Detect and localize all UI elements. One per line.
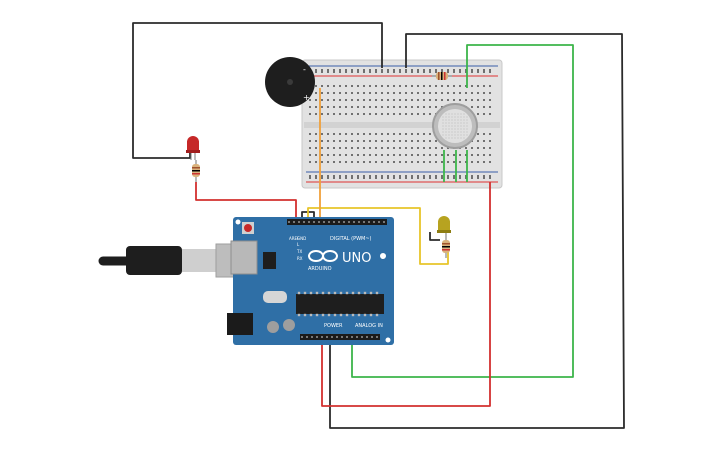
wire-black-led-buzzer bbox=[132, 22, 383, 159]
gnd-label: GND bbox=[297, 236, 306, 241]
wire-black-gnd-loop bbox=[329, 33, 625, 429]
resistor-yellow-led[interactable] bbox=[442, 233, 450, 258]
wire-yellow-led bbox=[307, 207, 449, 265]
arduino-logo-icon bbox=[308, 250, 338, 262]
sensor-mesh bbox=[442, 113, 468, 139]
usb-port bbox=[230, 240, 258, 275]
wire-red-led bbox=[195, 182, 297, 222]
wire-red-5v bbox=[321, 182, 491, 407]
l-led-label: L bbox=[297, 242, 300, 247]
breadboard[interactable] bbox=[301, 59, 503, 189]
usb-cable bbox=[98, 243, 239, 278]
resistor-red-led[interactable] bbox=[192, 160, 200, 182]
analog-in-label: ANALOG IN bbox=[355, 323, 383, 329]
arduino-brand-text: ARDUINO bbox=[308, 266, 332, 272]
digital-header-label: DIGITAL (PWM~) bbox=[330, 236, 372, 242]
led-yellow[interactable] bbox=[437, 216, 451, 233]
resistor-breadboard[interactable] bbox=[432, 72, 452, 80]
buzzer-plus-label: + bbox=[303, 93, 310, 102]
digital-header bbox=[287, 219, 387, 225]
power-label: POWER bbox=[324, 323, 343, 329]
gas-sensor[interactable] bbox=[432, 103, 478, 149]
aref-label: AREF bbox=[289, 236, 300, 241]
tx-label: TX bbox=[296, 249, 302, 254]
rx-label: RX bbox=[297, 256, 303, 261]
wires bbox=[132, 22, 625, 429]
microcontroller-chip bbox=[296, 294, 384, 314]
power-jack bbox=[227, 313, 253, 335]
led-red[interactable] bbox=[186, 136, 200, 160]
uno-logo-text: UNO bbox=[342, 251, 371, 266]
buzzer-minus-label: - bbox=[303, 65, 306, 74]
power-analog-header bbox=[300, 334, 380, 340]
arduino-uno[interactable]: DIGITAL (PWM~) AREF GND TX RX L UNO ARDU… bbox=[227, 217, 394, 345]
wire-green-sensor-analog bbox=[351, 44, 574, 378]
buzzer[interactable]: - + bbox=[265, 57, 315, 107]
wire-black-yellow-led bbox=[429, 232, 440, 241]
